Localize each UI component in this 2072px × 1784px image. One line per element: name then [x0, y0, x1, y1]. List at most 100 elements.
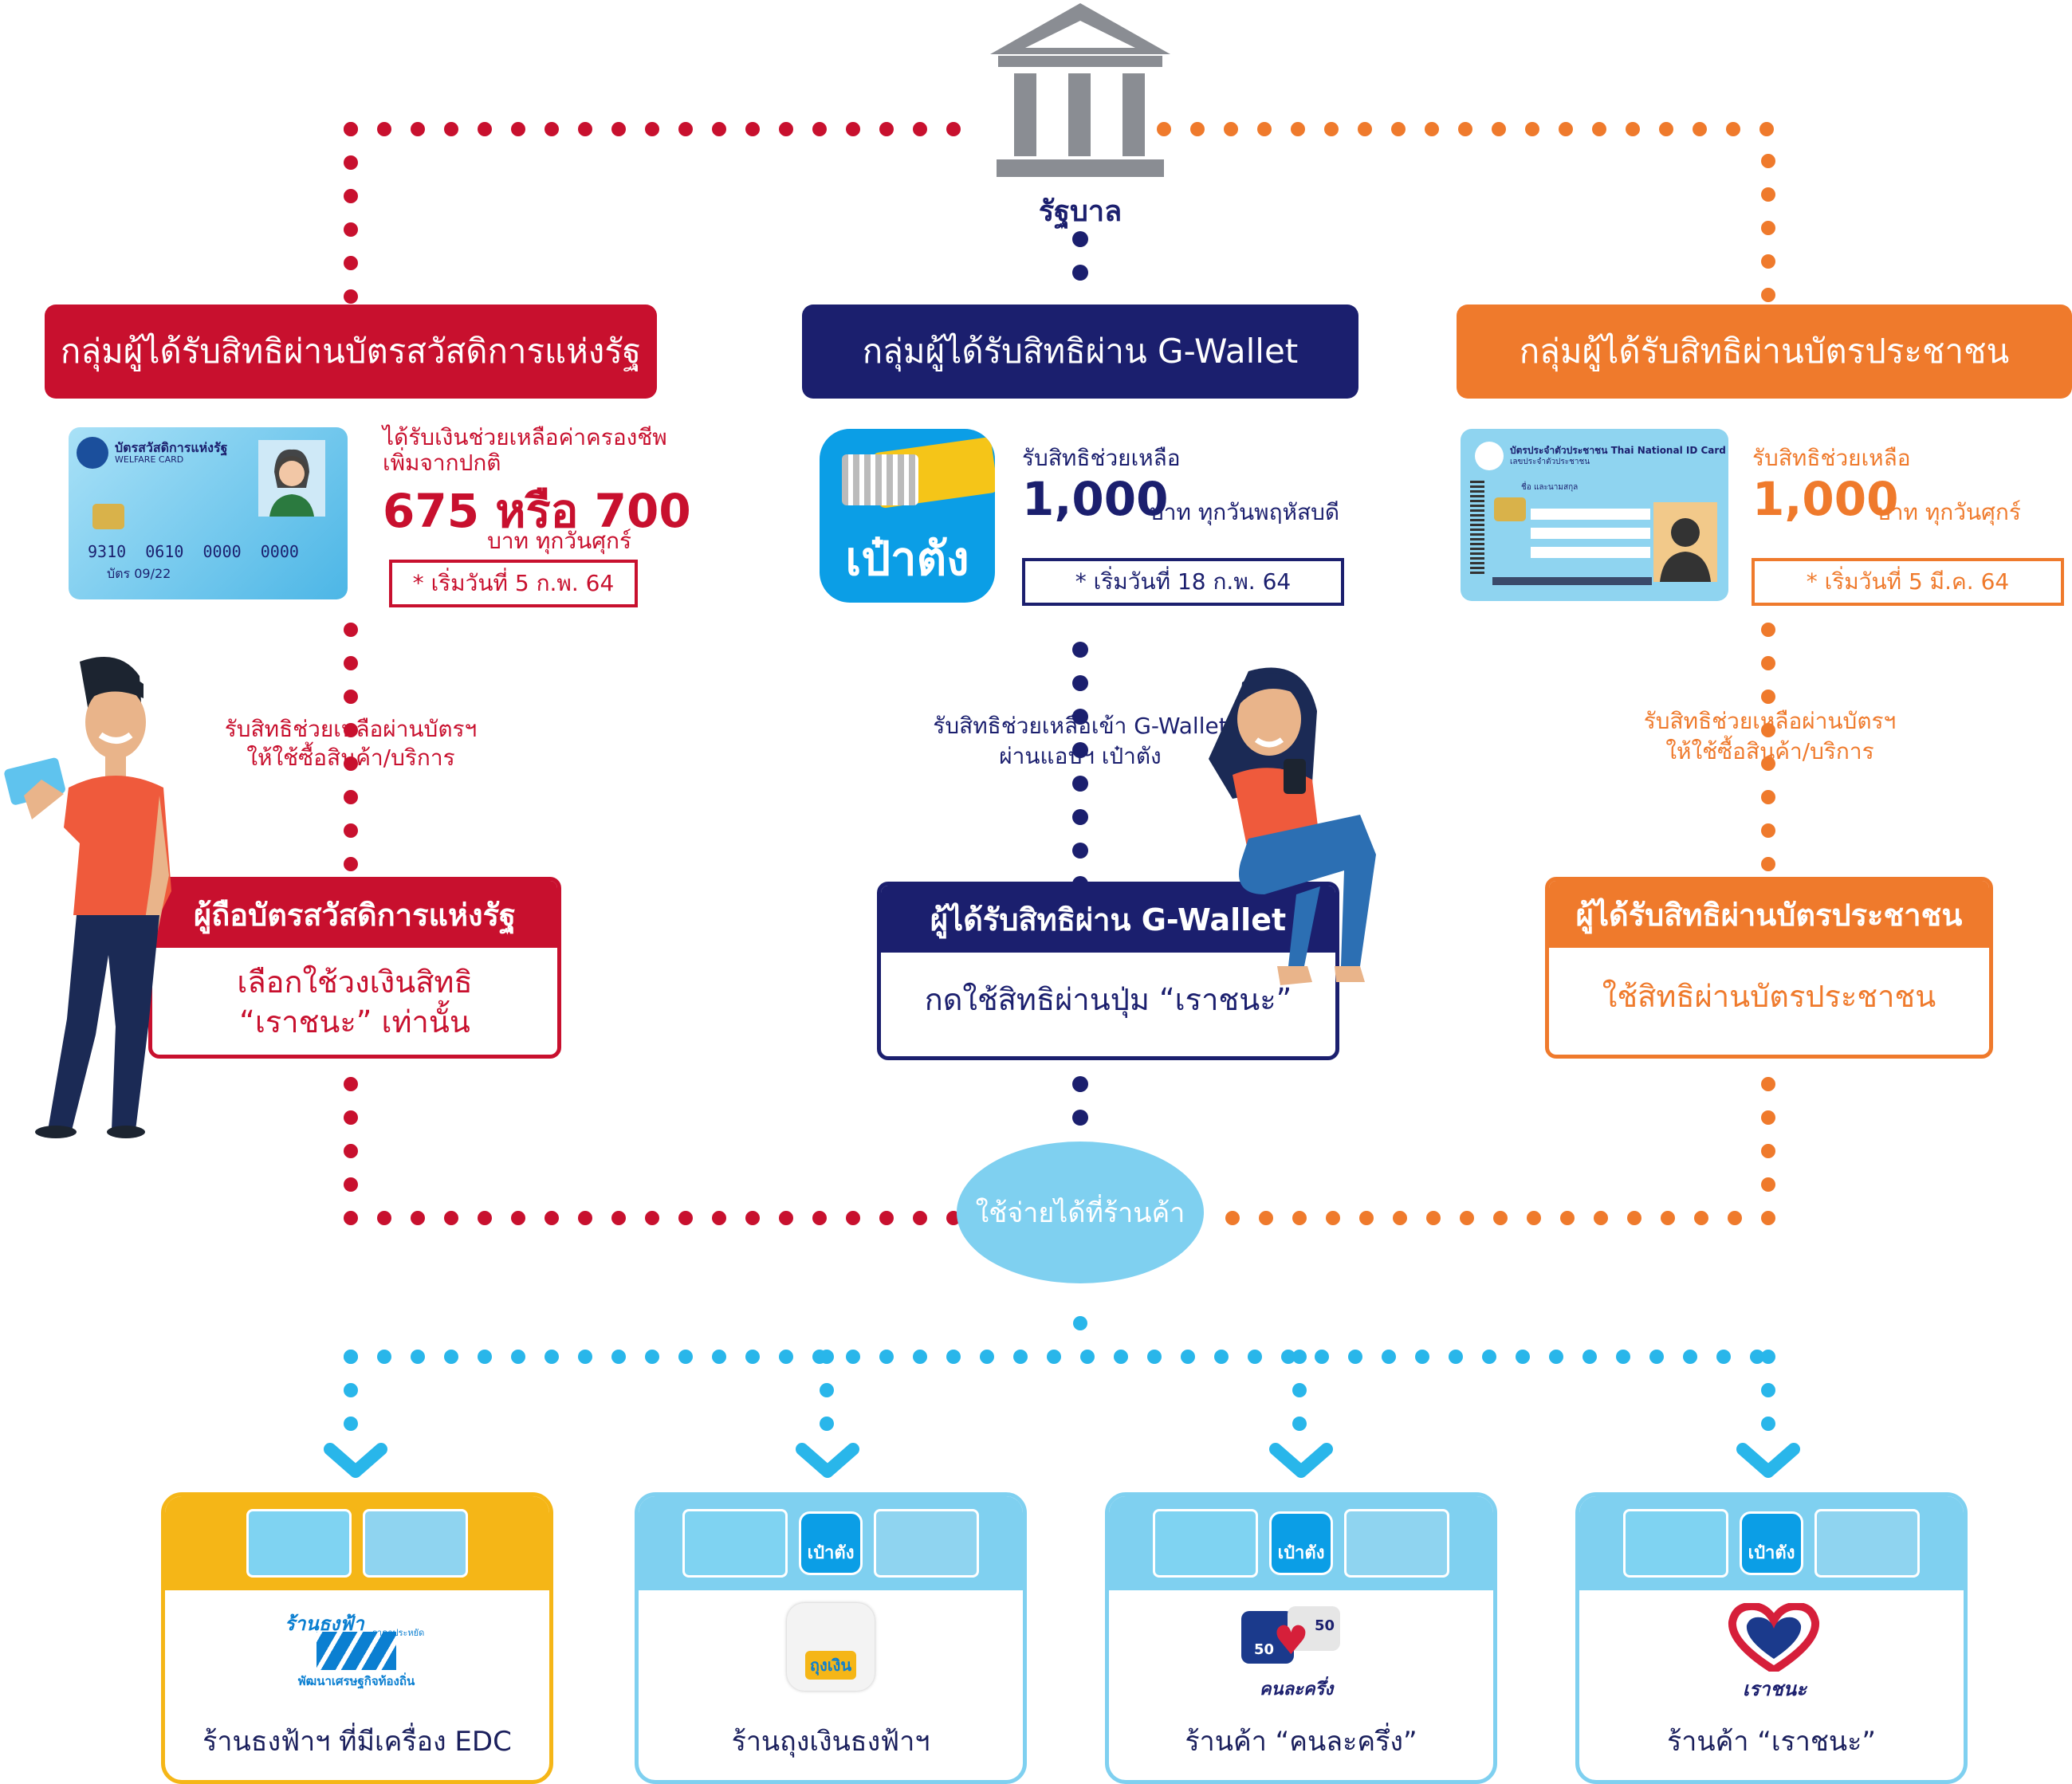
chevron-down-icon [1736, 1443, 1800, 1478]
gwallet-holder-title: ผู้ได้รับสิทธิผ่าน G-Wallet [881, 886, 1335, 953]
gwallet-holder-box: ผู้ได้รับสิทธิผ่าน G-Wallet กดใช้สิทธิผ่… [877, 882, 1339, 1060]
id-card-title: บัตรประจำตัวประชาชน Thai National ID Car… [1510, 445, 1726, 456]
id-holder-line-1: ใช้สิทธิผ่านบัตรประชาชน [1602, 979, 1936, 1014]
khon-la-khrueng-logo: ♥ 50 50 คนละครึ่ง [1237, 1603, 1364, 1700]
rao-chana-logo-title: เราชนะ [1742, 1678, 1807, 1700]
id-card-mini-icon [1344, 1509, 1449, 1578]
heart-icon: ♥ [1273, 1617, 1309, 1664]
welfare-card-mini-icon [1153, 1509, 1258, 1578]
card-subtitle: WELFARE CARD [115, 454, 184, 465]
id-card-name: ชื่อ และนามสกุล [1521, 483, 1579, 492]
id-field-bar [1531, 547, 1650, 558]
logo-number-right: 50 [1315, 1617, 1335, 1634]
id-card-mini-icon [1814, 1509, 1920, 1578]
pao-tang-app-name: เป๋าตัง [845, 532, 969, 586]
welfare-card-image: บัตรสวัสดิการแห่งรัฐ WELFARE CARD 9310 0… [69, 427, 348, 599]
id-flow-text-1: รับสิทธิช่วยเหลือผ่านบัตรฯ [1643, 708, 1897, 734]
store-label: ร้านค้า “เราชนะ” [1666, 1726, 1877, 1758]
thong-fah-symbol-icon [317, 1632, 396, 1670]
welfare-flow-text-1: รับสิทธิช่วยเหลือผ่านบัตรฯ [224, 716, 478, 742]
rao-chana-heart-icon [1728, 1603, 1820, 1672]
header-id-card-group: กลุ่มผู้ได้รับสิทธิผ่านบัตรประชาชน [1457, 305, 2072, 399]
store-thong-fah-edc: ร้านธงฟ้า ราคาประหยัด พัฒนาเศรษฐกิจท้องถ… [161, 1492, 553, 1784]
emblem-icon [77, 437, 108, 469]
id-field-bar [1492, 577, 1652, 585]
chip-icon [92, 504, 124, 529]
rao-chana-logo: เราชนะ [1723, 1603, 1826, 1700]
puzzle-piece-icon [1241, 1611, 1294, 1664]
thong-fah-logo-sub: ราคาประหยัด [372, 1628, 425, 1638]
emblem-icon [1475, 442, 1504, 470]
government-label: รัฐบาล [1038, 195, 1122, 228]
man-holding-card-illustration [4, 657, 171, 1138]
welfare-card-mini-icon [1623, 1509, 1728, 1578]
id-field-bar [1531, 528, 1650, 539]
gwallet-desc: รับสิทธิช่วยเหลือ [1022, 445, 1181, 471]
woman-with-phone-illustration [1209, 667, 1376, 985]
id-flow-text-2: ให้ใช้ซื้อสินค้า/บริการ [1665, 738, 1874, 764]
pao-tang-app-icon: เป๋าตัง [820, 429, 995, 603]
header-welfare-card-group: กลุ่มผู้ได้รับสิทธิผ่านบัตรสวัสดิการแห่ง… [45, 305, 657, 399]
chevron-down-icon [1269, 1443, 1333, 1478]
gwallet-holder-line-1: กดใช้สิทธิผ่านปุ่ม “เราชนะ” [924, 982, 1292, 1017]
id-field-bar [1531, 509, 1650, 520]
welfare-holder-line-1: เลือกใช้วงเงินสิทธิ [237, 965, 473, 1000]
welfare-card-mini-icon [682, 1509, 788, 1578]
store-accepted-cards: เป๋าตัง [1579, 1496, 1964, 1590]
qr-code-icon [842, 454, 918, 505]
welfare-holder-title: ผู้ถือบัตรสวัสดิการแห่งรัฐ [152, 881, 557, 948]
government-building-icon [990, 3, 1170, 177]
store-rao-chana: เป๋าตัง เราชนะ ร้านค้า “เราชนะ” [1575, 1492, 1968, 1784]
welfare-flow-text-2: ให้ใช้ซื้อสินค้า/บริการ [246, 745, 455, 771]
id-card-mini-icon [363, 1509, 468, 1578]
chip-icon [1494, 497, 1526, 521]
gwallet-unit: บาท ทุกวันพฤหัสบดี [1150, 499, 1340, 525]
barcode-icon [1470, 478, 1484, 574]
thong-fah-logo: ร้านธงฟ้า ราคาประหยัด พัฒนาเศรษฐกิจท้องถ… [285, 1608, 428, 1688]
shop-hub-ellipse: ใช้จ่ายได้ที่ร้านค้า [957, 1142, 1204, 1283]
welfare-card-mini-icon [246, 1509, 352, 1578]
welfare-start-date: * เริ่มวันที่ 5 ก.พ. 64 [389, 560, 638, 607]
id-amount: 1,000 [1752, 472, 1899, 526]
welfare-holder-line-2: “เราชนะ” เท่านั้น [239, 1004, 470, 1039]
welfare-desc-2: เพิ่มจากปกติ [383, 450, 501, 476]
store-accepted-cards: เป๋าตัง [639, 1496, 1023, 1590]
id-desc: รับสิทธิช่วยเหลือ [1752, 445, 1911, 471]
shop-hub-label: ใช้จ่ายได้ที่ร้านค้า [975, 1197, 1185, 1229]
store-accepted-cards [165, 1496, 549, 1590]
logo-number-left: 50 [1254, 1641, 1275, 1658]
tung-ngern-logo-title: ถุงเงิน [804, 1651, 857, 1680]
national-id-card-image: บัตรประจำตัวประชาชน Thai National ID Car… [1461, 429, 1728, 601]
welfare-unit: บาท ทุกวันศุกร์ [487, 528, 631, 554]
store-tung-ngern: เป๋าตัง ถุงเงิน ร้านถุงเงินธงฟ้าฯ [635, 1492, 1027, 1784]
card-number: 9310 0610 0000 0000 [88, 542, 299, 561]
store-label: ร้านค้า “คนละครึ่ง” [1185, 1726, 1417, 1758]
welfare-amount: 675 หรือ 700 [383, 484, 691, 538]
khon-la-khrueng-logo-title: คนละครึ่ง [1259, 1680, 1334, 1700]
id-card-mini-icon [874, 1509, 979, 1578]
store-accepted-cards: เป๋าตัง [1109, 1496, 1493, 1590]
id-holder-box: ผู้ได้รับสิทธิผ่านบัตรประชาชน ใช้สิทธิผ่… [1545, 877, 1993, 1059]
id-unit: บาท ทุกวันศุกร์ [1877, 499, 2021, 525]
tung-ngern-logo-icon: ถุงเงิน [787, 1603, 875, 1691]
store-label: ร้านถุงเงินธงฟ้าฯ [731, 1726, 930, 1758]
gwallet-flow-text-2: ผ่านแอปฯ เป๋าตัง [999, 743, 1162, 769]
store-label: ร้านธงฟ้าฯ ที่มีเครื่อง EDC [202, 1726, 512, 1758]
puzzle-piece-icon [1288, 1606, 1340, 1651]
chevron-down-icon [324, 1443, 387, 1478]
pao-tang-mini-icon: เป๋าตัง [799, 1511, 863, 1575]
thong-fah-logo-title: ร้านธงฟ้า [285, 1613, 364, 1635]
person-photo-icon [258, 440, 325, 517]
header-g-wallet-group: กลุ่มผู้ได้รับสิทธิผ่าน G-Wallet [802, 305, 1358, 399]
welfare-desc-1: ได้รับเงินช่วยเหลือค่าครองชีพ [383, 424, 667, 450]
welfare-holder-box: ผู้ถือบัตรสวัสดิการแห่งรัฐ เลือกใช้วงเงิ… [148, 877, 561, 1059]
card-title: บัตรสวัสดิการแห่งรัฐ [115, 440, 228, 455]
gwallet-flow-text-1: รับสิทธิช่วยเหลือเข้า G-Wallet [933, 713, 1228, 739]
card-expiry: บัตร 09/22 [107, 566, 171, 581]
id-start-date: * เริ่มวันที่ 5 มี.ค. 64 [1752, 558, 2064, 606]
person-silhouette-icon [1653, 502, 1717, 582]
store-khon-la-khrueng: เป๋าตัง ♥ 50 50 คนละครึ่ง ร้านค้า “คนละค… [1105, 1492, 1497, 1784]
gwallet-amount: 1,000 [1022, 472, 1169, 526]
chevron-down-icon [796, 1443, 859, 1478]
